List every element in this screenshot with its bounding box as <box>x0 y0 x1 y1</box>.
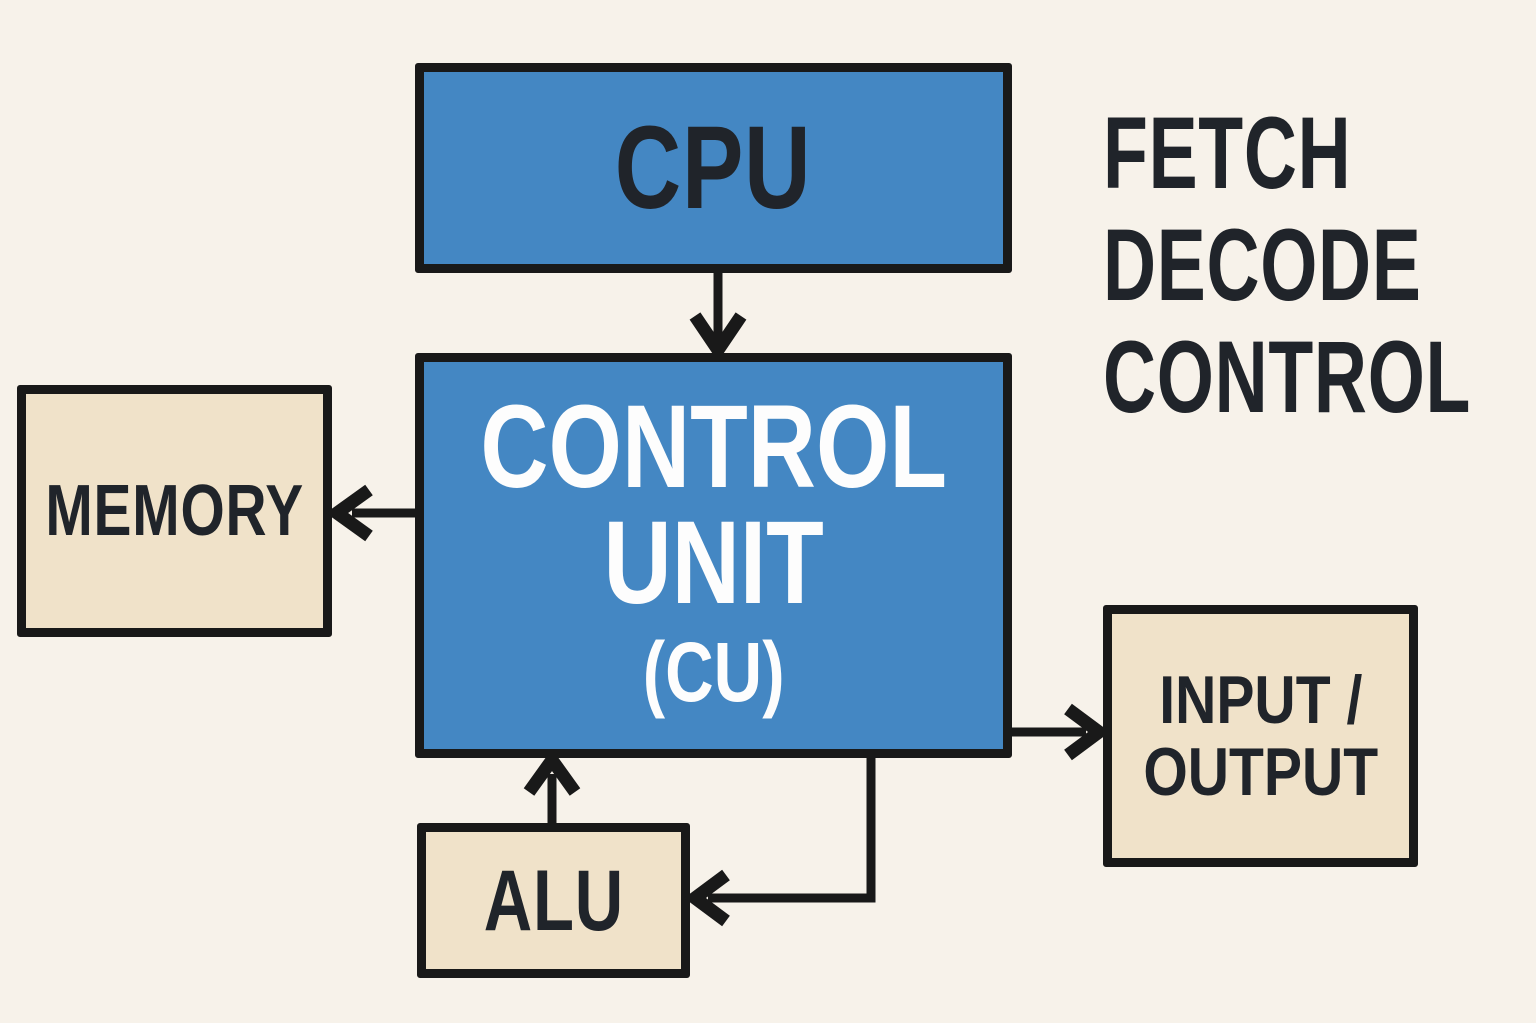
input-output-label: INPUT / OUTPUT <box>1143 664 1378 808</box>
control-unit-sublabel: (CU) <box>642 624 785 719</box>
input-output-box: INPUT / OUTPUT <box>1103 605 1418 867</box>
fetch-decode-control-annotation: FETCH DECODE CONTROL <box>1103 97 1471 433</box>
annotation-line-control: CONTROL <box>1103 320 1472 434</box>
cpu-box: CPU <box>415 63 1012 273</box>
arrow-control-unit-to-memory <box>325 484 416 542</box>
input-output-label-line1: INPUT / <box>1158 662 1363 738</box>
arrow-cpu-to-control-unit <box>689 272 747 362</box>
arrow-alu-to-control-unit <box>523 748 581 824</box>
arrow-control-unit-to-alu <box>684 757 876 927</box>
control-unit-label-line2: UNIT <box>603 496 824 629</box>
input-output-label-line2: OUTPUT <box>1143 734 1378 810</box>
control-unit-label-line1: CONTROL <box>480 380 947 513</box>
alu-label: ALU <box>483 852 624 949</box>
arrow-control-unit-to-io <box>1012 703 1110 761</box>
annotation-line-decode: DECODE <box>1103 208 1422 322</box>
memory-label: MEMORY <box>45 471 304 551</box>
alu-box: ALU <box>417 823 690 978</box>
annotation-line-fetch: FETCH <box>1103 96 1352 210</box>
memory-box: MEMORY <box>17 385 332 637</box>
control-unit-label: CONTROL UNIT (CU) <box>480 380 947 723</box>
control-unit-box: CONTROL UNIT (CU) <box>415 353 1012 758</box>
cpu-label: CPU <box>615 102 812 234</box>
